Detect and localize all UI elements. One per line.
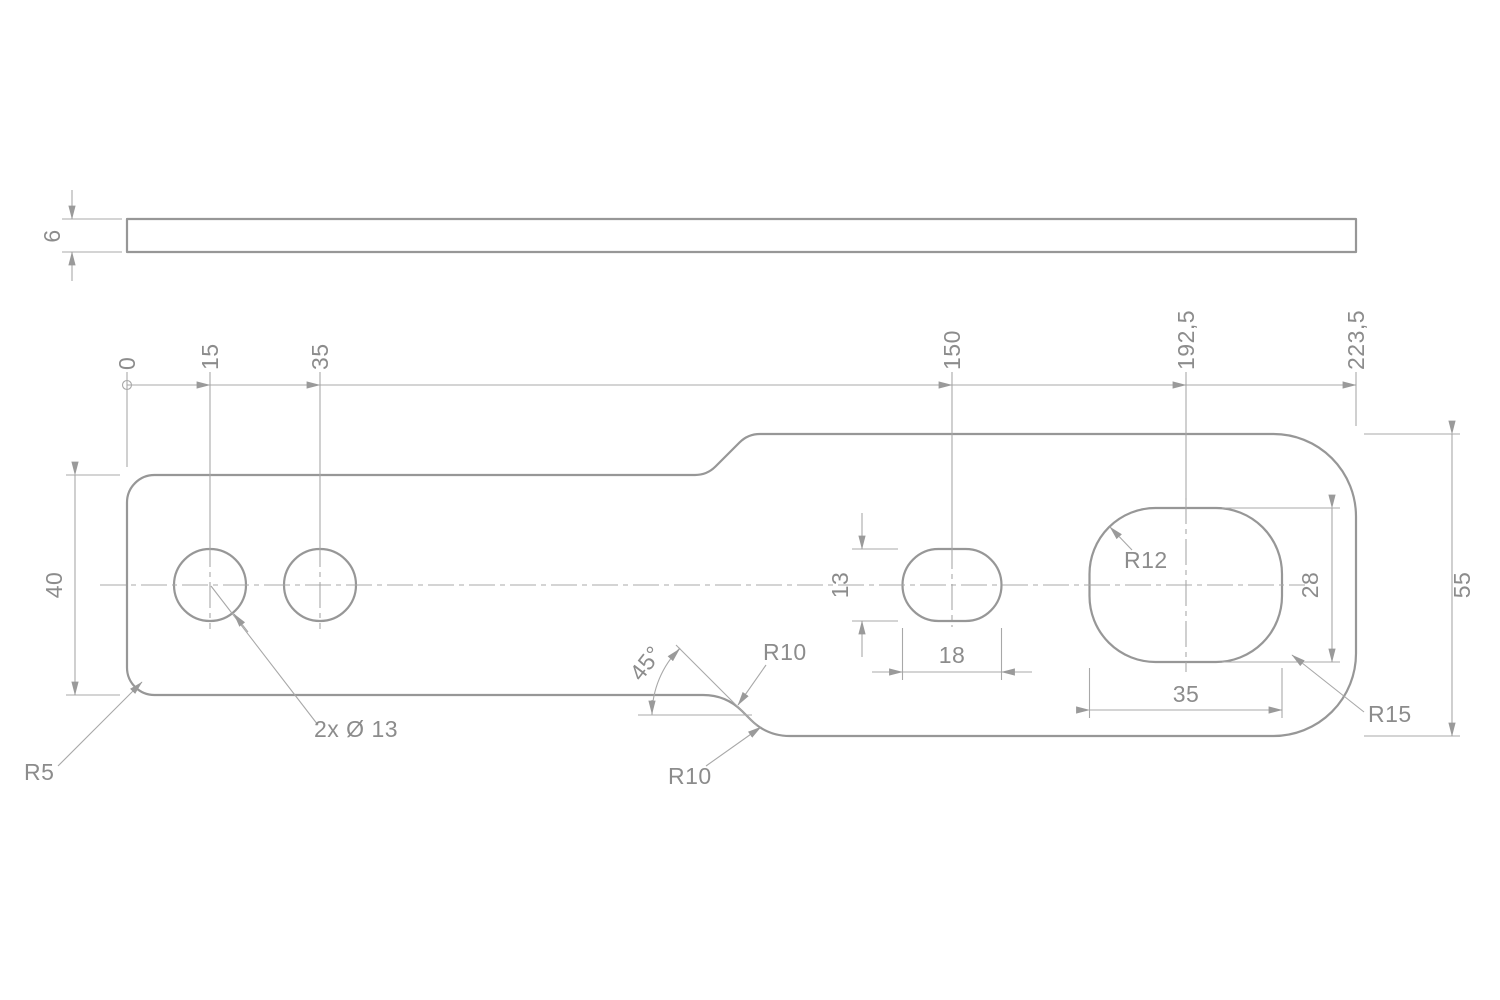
dim-height-right: 55: [1364, 420, 1475, 737]
dim-height-right-label: 55: [1449, 572, 1475, 599]
edge-view: 6: [39, 190, 1358, 281]
dim-step-angle: 45°: [624, 641, 758, 727]
leader-line: [737, 664, 767, 706]
leader-arrow: [233, 613, 249, 633]
main-view: [100, 432, 1358, 738]
angle-arrow: [667, 648, 680, 662]
corner-radius-left-label: R5: [24, 759, 54, 785]
step-angle-label: 45°: [624, 641, 667, 686]
dim-pocket-height: 28: [1222, 494, 1340, 663]
callout-step-radius-upper: R10: [737, 639, 807, 706]
dim-thickness: 6: [39, 190, 122, 281]
ordinate-label-223-5: 223,5: [1343, 310, 1369, 370]
dim-pocket-width: 35: [1076, 668, 1283, 718]
dim-height-left-label: 40: [41, 572, 67, 599]
callout-corner-radius-right: R15: [1291, 654, 1412, 727]
leader-line: [1109, 526, 1133, 551]
leader-line: [210, 585, 319, 726]
dim-height-left: 40: [41, 461, 120, 696]
callout-pocket-radius: R12: [1109, 526, 1168, 573]
holes-callout-label: 2x Ø 13: [314, 716, 398, 742]
dim-slot-height-label: 13: [827, 572, 853, 599]
callout-corner-radius-left: R5: [24, 681, 143, 785]
dim-thickness-label: 6: [39, 229, 65, 242]
step-radius-upper-label: R10: [763, 639, 807, 665]
angle-reference-line: [675, 644, 758, 727]
step-radius-lower-label: R10: [668, 763, 712, 789]
corner-radius-right-label: R15: [1368, 701, 1412, 727]
dim-pocket-width-label: 35: [1173, 681, 1200, 707]
callout-step-radius-lower: R10: [668, 726, 762, 789]
edge-view-plate-profile: [125, 217, 1358, 254]
dim-pocket-height-label: 28: [1297, 572, 1323, 599]
centerlines: [100, 498, 1305, 672]
ordinate-label-0: 0: [114, 357, 140, 370]
ordinate-label-192-5: 192,5: [1173, 310, 1199, 370]
ordinate-label-35: 35: [307, 343, 333, 370]
dim-slot-width-label: 18: [939, 642, 966, 668]
dim-slot-width: 18: [872, 628, 1032, 680]
leader-line: [57, 681, 143, 767]
callout-holes: 2x Ø 13: [210, 585, 398, 742]
leader-line: [705, 726, 762, 767]
ordinate-label-150: 150: [939, 330, 965, 370]
leader-line: [1291, 654, 1365, 713]
dim-slot-height: 13: [827, 513, 898, 657]
pocket-radius-label: R12: [1124, 547, 1168, 573]
ordinate-dimensions: 0 15 35 150 192,5 223,5: [114, 310, 1369, 543]
ordinate-label-15: 15: [197, 343, 223, 370]
